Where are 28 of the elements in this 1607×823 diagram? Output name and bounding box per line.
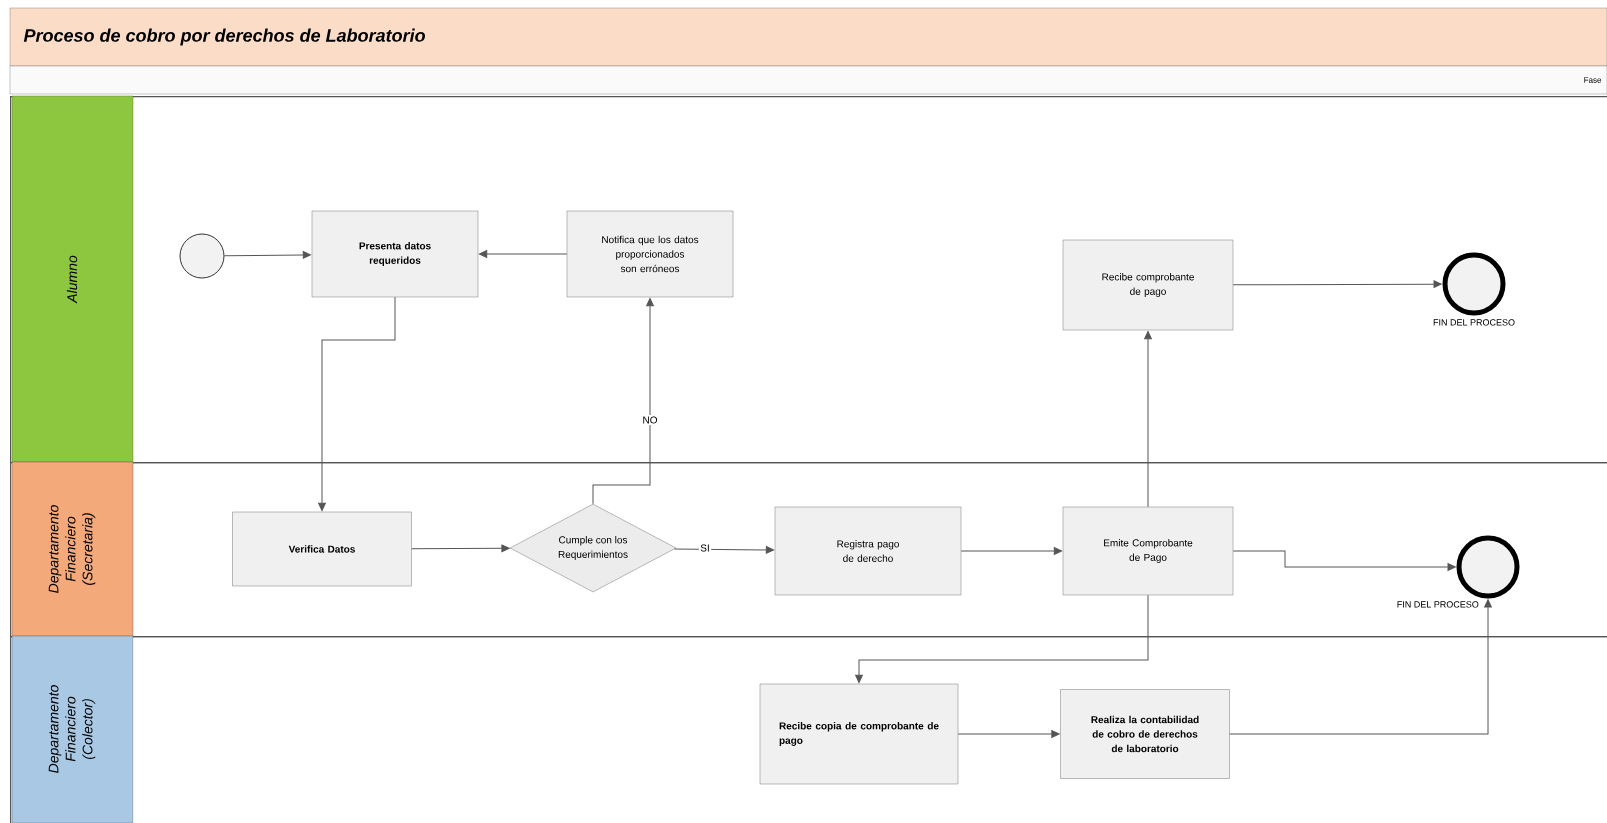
end-label: FIN DEL PROCESO [1433,319,1515,326]
arrow [592,297,654,505]
arrow [855,594,1149,684]
arrow [223,251,312,259]
arrow [1232,280,1442,288]
process-box: Registra pago de derecho [774,506,962,596]
arrow [674,546,775,554]
arrow [478,250,568,258]
arrow [411,544,510,553]
process-box: Emite Comprobante de Pago [1062,506,1234,596]
process-box: Presenta datos requeridos [311,210,479,298]
arrow [960,547,1063,555]
start-event [179,233,225,279]
end-label: FIN DEL PROCESO [1397,601,1479,608]
phase-label: Fase [1584,77,1602,83]
process-box: Recibe copia de comprobante de pago [759,683,959,785]
arrow [1229,599,1492,735]
edge-label: NO [641,414,659,426]
arrow [1144,330,1152,508]
arrow [1232,550,1456,571]
arrow [957,730,1060,738]
process-box: Notifica que los datos proporcionados son erróneos [566,210,734,298]
process-box: Recibe comprobante de pago [1062,239,1234,331]
edge-label: SI [698,542,712,554]
arrow [318,296,396,512]
process-box: Realiza la contabilidad de cobro de derechos de laboratorio [1060,689,1230,779]
title: Proceso de cobro por derechos de Laboratorio [23,28,425,46]
process-box: Verifica Datos [232,511,412,587]
